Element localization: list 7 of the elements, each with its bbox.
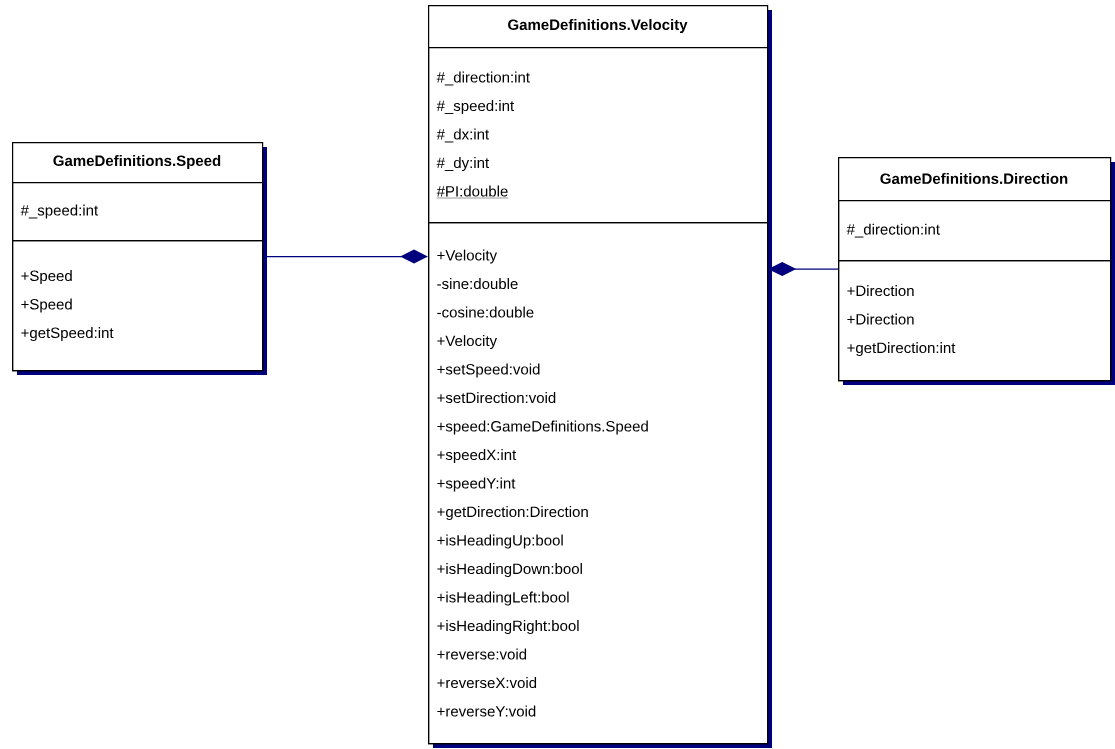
methods-compartment: +Velocity -sine:double -cosine:double +Velocity +setSpeed:void +setDirection:void +speed:GameDefinitions.Speed +speedX:int +speedY:int +getDirection:Direction +isHeadingUp:bool +isHeadingDown:bool +isHeadingLeft:bool +isHeadingRight:bool +reverse:void +reverseX:void +reverseY:void bbox=[428, 222, 769, 745]
composition-line bbox=[262, 249, 428, 264]
attributes-compartment: #_direction:int bbox=[838, 200, 1112, 262]
attributes-compartment: #_speed:int bbox=[12, 182, 264, 242]
methods-compartment: +Speed +Speed +getSpeed:int bbox=[12, 240, 264, 372]
attributes-compartment: #_direction:int #_speed:int #_dx:int #_dy:int #PI:double bbox=[428, 47, 769, 224]
methods-compartment: +Direction +Direction +getDirection:int bbox=[838, 260, 1112, 382]
